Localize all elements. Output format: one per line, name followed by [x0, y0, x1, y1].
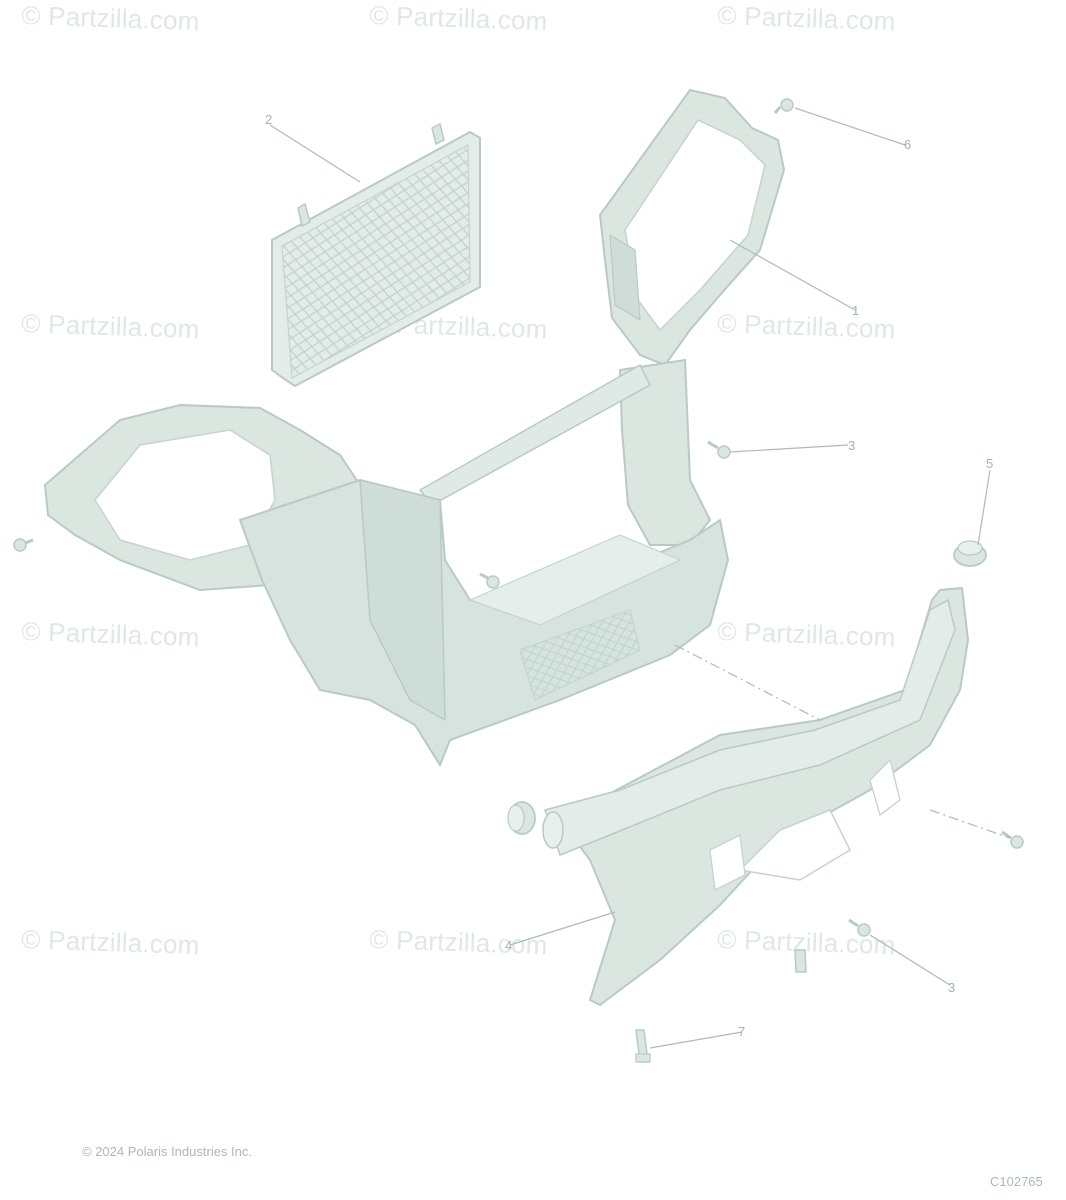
bolt	[635, 1029, 651, 1063]
callout-4: 4	[505, 938, 513, 953]
end-cap	[953, 540, 987, 567]
front-bumper	[542, 586, 970, 1007]
radiator-screen	[271, 122, 481, 388]
copyright-notice: © 2024 Polaris Industries Inc.	[82, 1144, 252, 1159]
callout-1: 1	[852, 303, 860, 318]
callout-6: 6	[904, 137, 912, 152]
front-cab-frame	[43, 88, 786, 768]
screw	[13, 538, 34, 552]
callout-3: 3	[948, 980, 956, 995]
screw	[707, 440, 731, 459]
screw	[848, 918, 871, 937]
callout-3: 3	[848, 438, 856, 453]
callout-2: 2	[265, 112, 273, 127]
bolt	[794, 949, 807, 973]
leader-lines	[269, 107, 1011, 1049]
screw	[773, 98, 794, 114]
screw	[479, 572, 500, 589]
figure-code: C102765	[990, 1174, 1043, 1189]
end-cap	[507, 801, 536, 835]
screw	[1001, 830, 1024, 849]
callout-7: 7	[738, 1024, 746, 1039]
callout-5: 5	[986, 456, 994, 471]
